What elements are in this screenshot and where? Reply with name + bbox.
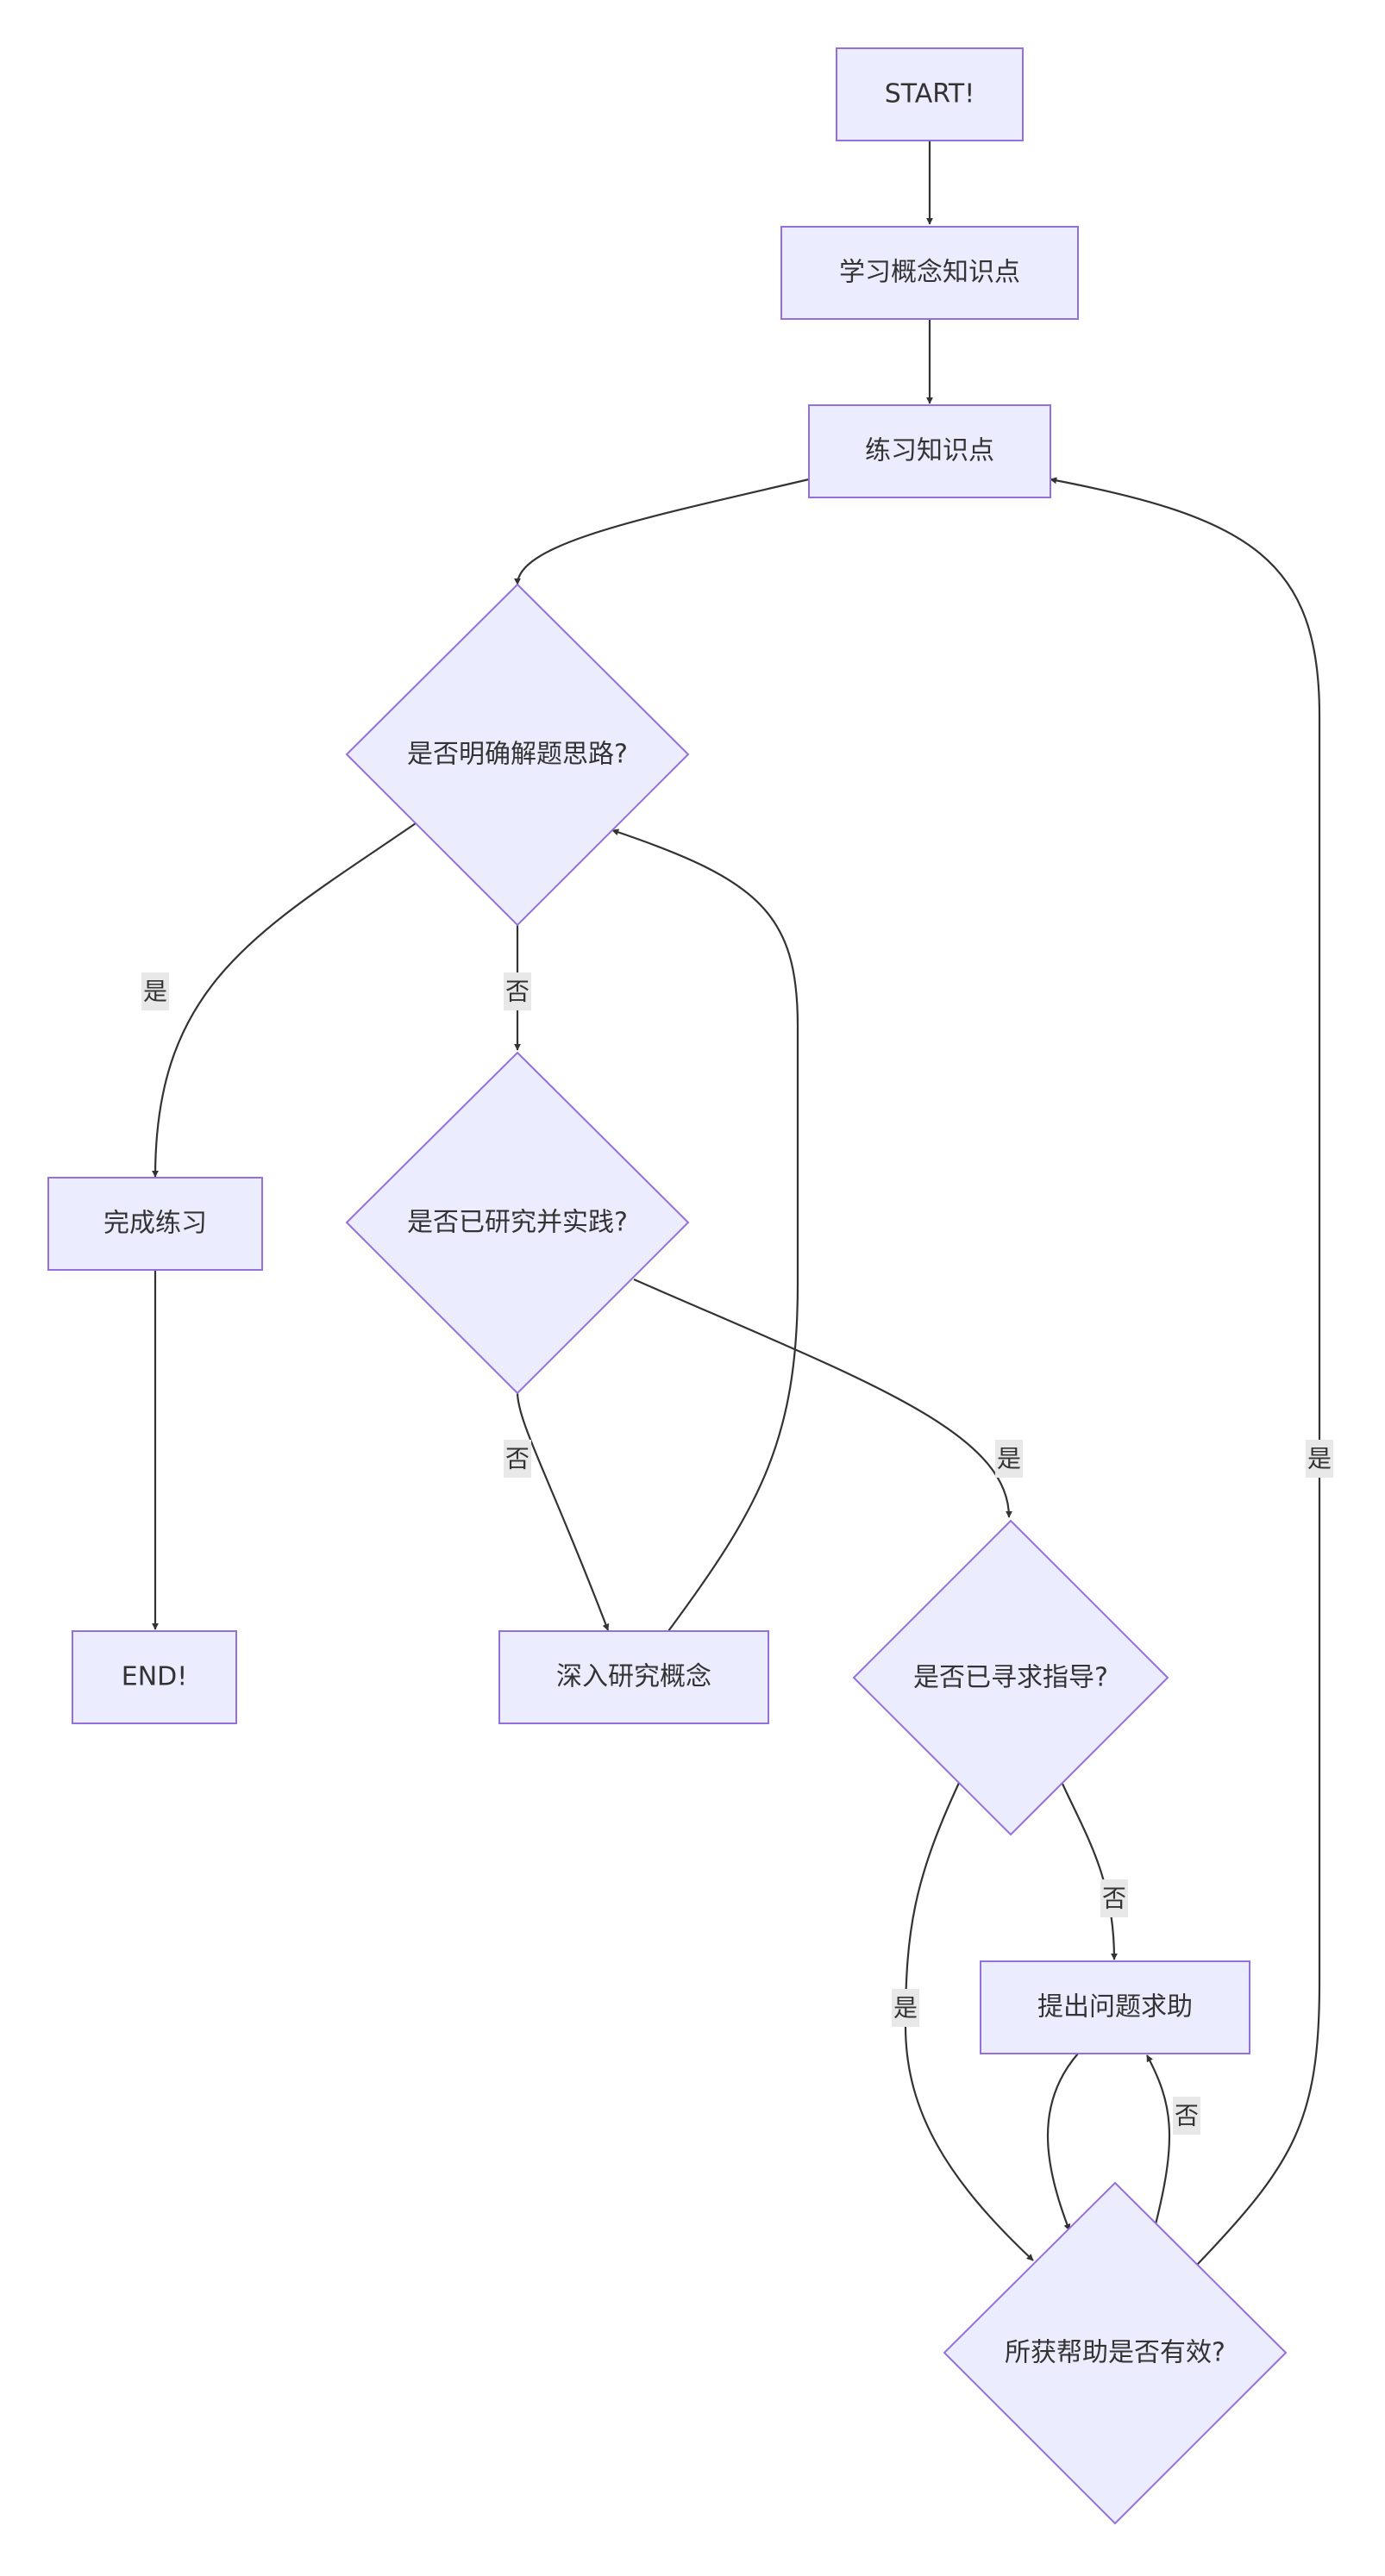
node-researched-label: 是否已研究并实践? [407,1208,628,1238]
edge-label-text: 否 [505,978,530,1006]
edges [152,141,1321,2266]
node-start-label: START! [885,79,975,109]
node-start[interactable]: START! [836,47,1024,141]
edge-labels: 是 否 否 是 是 否 是 否 [141,972,1333,2135]
edge-label-text: 否 [1175,2102,1199,2130]
node-clear[interactable]: 是否明确解题思路? [345,583,690,927]
edge-practice-to-clear [514,478,810,585]
edge-researched-to-guidance [633,1278,1012,1518]
edge-label-clear-yes: 是 [141,972,169,1010]
node-effective[interactable]: 所获帮助是否有效? [943,2181,1288,2525]
edge-label-text: 是 [1307,1445,1332,1473]
edge-researched-to-deep [516,1391,610,1631]
edge-effective-to-ask [1146,2054,1171,2225]
node-practice[interactable]: 练习知识点 [808,404,1051,498]
edge-label-effective-no: 否 [1173,2097,1200,2135]
edge-label-text: 否 [505,1445,530,1473]
node-finish-label: 完成练习 [103,1209,207,1239]
edge-label-researched-no: 否 [504,1440,531,1478]
edge-label-guidance-yes: 是 [892,1989,919,2027]
edge-effective-to-practice [1050,477,1321,2266]
node-learn[interactable]: 学习概念知识点 [780,226,1079,320]
edge-label-text: 是 [143,978,167,1006]
edge-label-clear-no: 否 [504,972,531,1010]
node-ask-label: 提出问题求助 [1037,1992,1193,2023]
nodes: START! 学习概念知识点 练习知识点 是否明确解题思路? 完成练习 是否已研… [47,47,1288,2525]
node-deep-label: 深入研究概念 [556,1662,711,1692]
edge-ask-to-effective [1046,2053,1079,2231]
edge-clear-to-finish [152,822,417,1178]
node-learn-label: 学习概念知识点 [839,258,1020,288]
node-end-label: END! [122,1662,188,1692]
node-deep[interactable]: 深入研究概念 [498,1630,769,1724]
node-finish[interactable]: 完成练习 [47,1177,263,1271]
edge-label-guidance-no: 否 [1100,1879,1128,1917]
node-clear-label: 是否明确解题思路? [407,740,628,770]
edge-label-researched-yes: 是 [995,1440,1023,1478]
node-practice-label: 练习知识点 [865,436,994,466]
node-guidance[interactable]: 是否已寻求指导? [852,1519,1169,1836]
node-guidance-label: 是否已寻求指导? [913,1663,1108,1693]
edge-label-effective-yes: 是 [1306,1440,1333,1478]
edge-guidance-to-ask [1062,1783,1118,1960]
node-end[interactable]: END! [72,1630,237,1724]
edge-label-text: 否 [1102,1885,1126,1913]
node-researched[interactable]: 是否已研究并实践? [345,1051,690,1395]
node-ask[interactable]: 提出问题求助 [980,1960,1250,2054]
edge-label-text: 是 [893,1994,918,2023]
node-effective-label: 所获帮助是否有效? [1005,2338,1225,2368]
edge-deep-to-clear [611,828,799,1632]
edge-label-text: 是 [997,1445,1021,1473]
